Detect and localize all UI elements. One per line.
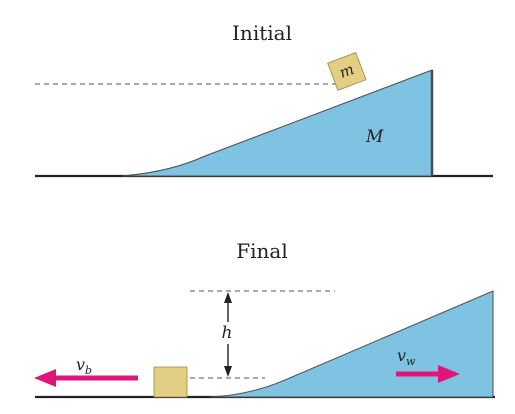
final-wedge <box>209 290 494 398</box>
wedge-velocity-label: vw <box>397 346 416 368</box>
wedge-mass-label: M <box>365 127 384 147</box>
final-caption: Final <box>236 239 287 263</box>
block-velocity-label: vb <box>76 355 92 377</box>
initial-block: m <box>327 52 367 91</box>
height-label-backdrop <box>218 322 236 344</box>
final-panel: Final h vb vw <box>34 239 495 399</box>
initial-wedge <box>121 69 433 177</box>
final-block <box>153 366 188 398</box>
block-velocity-arrow <box>34 369 138 387</box>
block-mass-label: m <box>337 60 357 82</box>
wedge-velocity-arrow <box>396 365 460 383</box>
height-label: h <box>222 323 233 343</box>
initial-panel: Initial M m <box>35 21 493 178</box>
initial-caption: Initial <box>232 21 292 45</box>
